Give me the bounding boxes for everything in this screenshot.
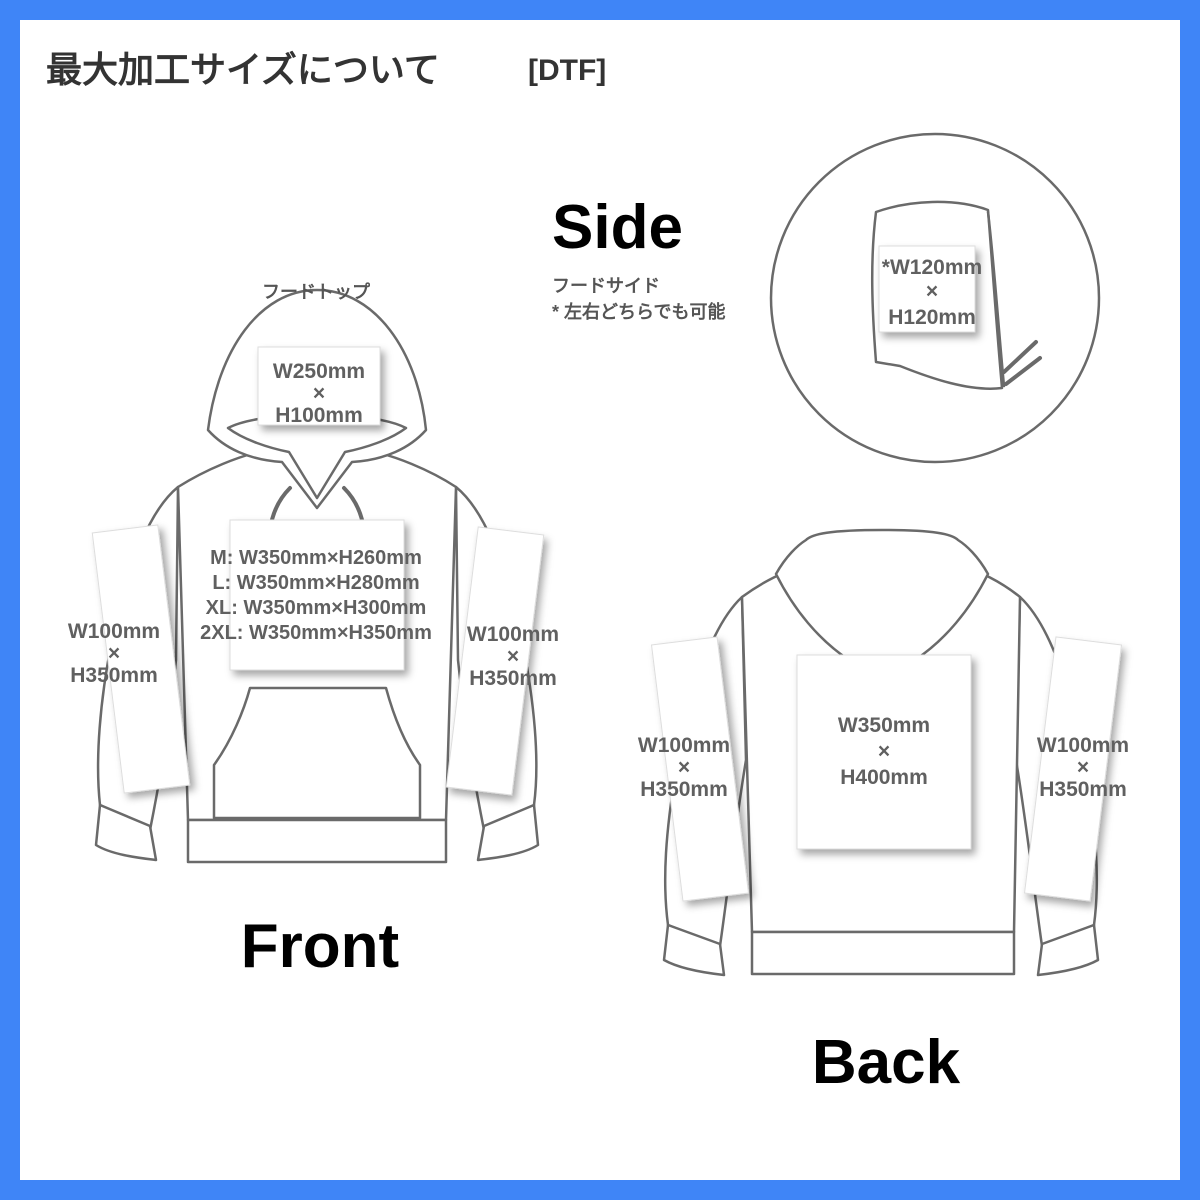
back-left-sleeve-times: ×: [678, 756, 690, 779]
back-area-height: H400mm: [840, 766, 928, 789]
side-hood-times: ×: [926, 280, 938, 303]
front-right-sleeve-width: W100mm: [467, 623, 559, 646]
back-left-cuff: [662, 923, 726, 977]
front-left-sleeve-width: W100mm: [68, 620, 160, 643]
front-chest-print-area: [229, 519, 405, 671]
front-hood-width: W250mm: [273, 360, 365, 383]
front-chest-size-l: L: W350mm×H280mm: [212, 572, 419, 594]
back-hem-band: [750, 930, 1016, 976]
back-left-sleeve-height: H350mm: [640, 778, 728, 801]
front-hem-band: [186, 818, 448, 864]
front-chest-size-xl: XL: W350mm×H300mm: [206, 597, 427, 619]
side-hood-print-area: [878, 245, 976, 333]
front-chest-size-2xl: 2XL: W350mm×H350mm: [200, 622, 432, 644]
back-left-sleeve-print-area: [650, 636, 750, 902]
side-drawstring-b: [1004, 356, 1042, 386]
front-hood-print-area: [257, 346, 381, 426]
front-view-label: Front: [241, 912, 399, 981]
back-right-sleeve-times: ×: [1077, 756, 1089, 779]
back-right-sleeve-width: W100mm: [1037, 734, 1129, 757]
back-right-cuff: [1036, 923, 1100, 977]
front-left-sleeve-print-area: [91, 524, 191, 794]
page-title: 最大加工サイズについて: [46, 49, 440, 90]
front-hood-times: ×: [313, 382, 325, 405]
front-right-sleeve-times: ×: [507, 645, 519, 668]
front-right-sleeve-height: H350mm: [469, 667, 557, 690]
back-right-sleeve-height: H350mm: [1039, 778, 1127, 801]
back-right-sleeve-print-area: [1023, 636, 1123, 902]
back-view-label: Back: [812, 1028, 961, 1097]
back-area-times: ×: [878, 740, 890, 763]
back-area-width: W350mm: [838, 714, 930, 737]
front-hood-height: H100mm: [275, 404, 363, 427]
side-hood-width: *W120mm: [882, 256, 982, 279]
side-caption: フードサイド: [552, 276, 660, 296]
side-hood-height: H120mm: [888, 306, 976, 329]
front-left-cuff: [94, 803, 158, 862]
back-print-area: [796, 654, 972, 850]
side-drawstring-a: [1002, 340, 1038, 374]
front-kangaroo-pocket: [212, 686, 422, 820]
front-right-cuff: [476, 803, 540, 862]
front-left-sleeve-times: ×: [108, 642, 120, 665]
side-view-label: Side: [552, 193, 683, 262]
front-left-sleeve-height: H350mm: [70, 664, 158, 687]
back-left-sleeve-width: W100mm: [638, 734, 730, 757]
title-tag: [DTF]: [528, 54, 606, 87]
side-hood-seam: [986, 210, 1006, 388]
side-note: * 左右どちらでも可能: [552, 301, 725, 322]
front-hood-caption: フードトップ: [262, 281, 371, 302]
front-chest-size-m: M: W350mm×H260mm: [210, 547, 422, 569]
front-right-sleeve-print-area: [445, 526, 545, 796]
